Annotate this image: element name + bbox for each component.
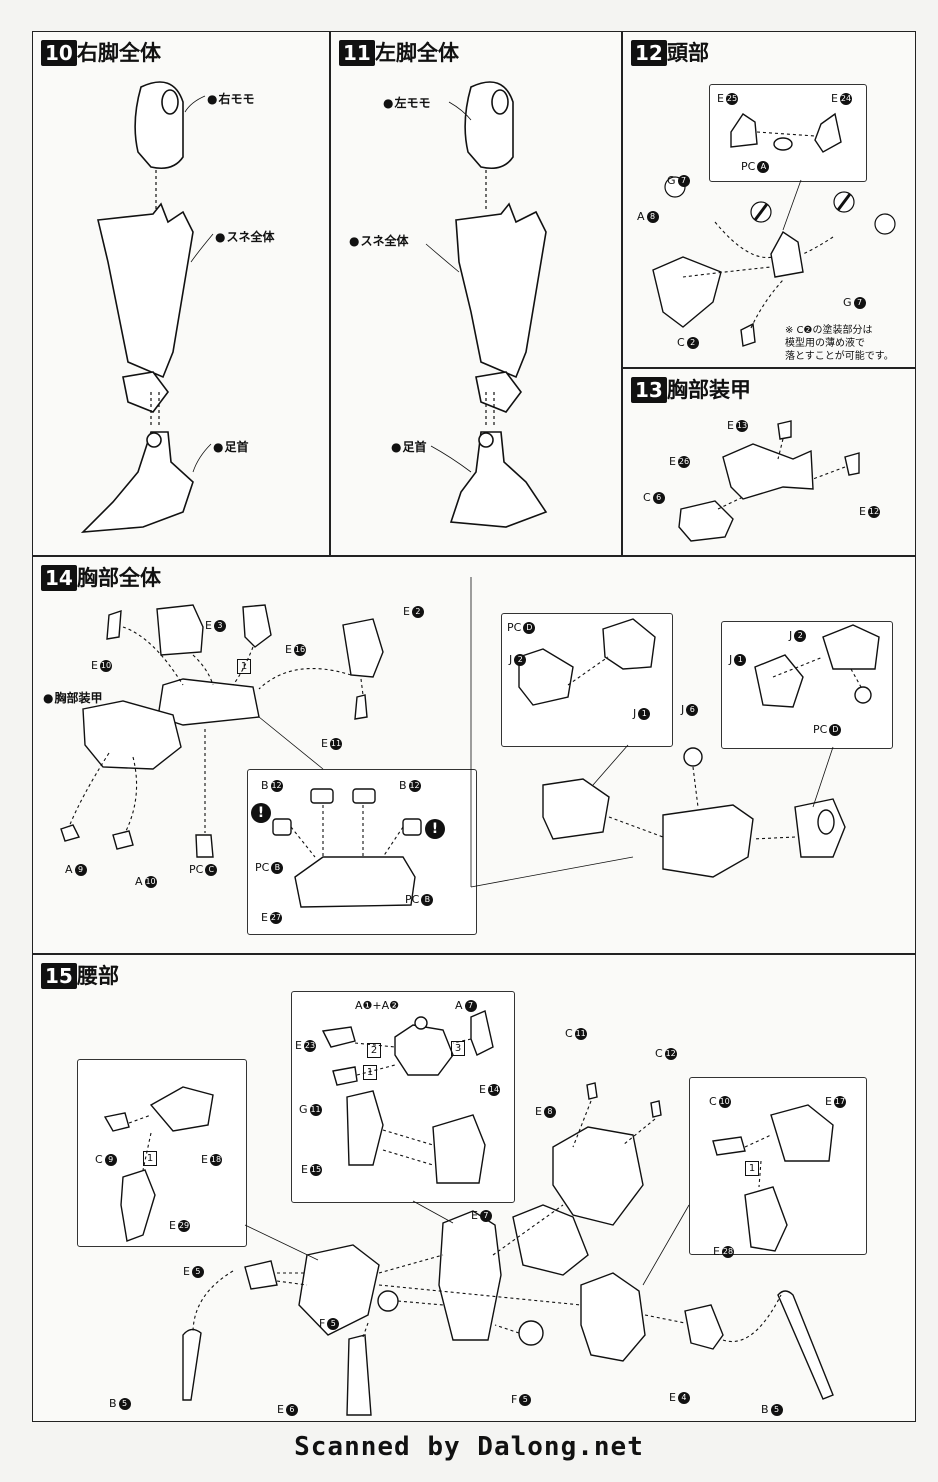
step-number: 14: [41, 565, 77, 591]
step-number: 11: [339, 40, 375, 66]
step-title: 右脚全体: [77, 41, 161, 65]
waist-left-detail-box: [77, 1059, 247, 1247]
step-title: 頭部: [667, 41, 709, 65]
label-shin-assembly: スネ全体: [215, 228, 274, 245]
sequence-marker: 2: [367, 1043, 381, 1058]
step-title: 胸部全体: [77, 566, 161, 590]
scan-credit-footer: Scanned by Dalong.net: [294, 1432, 644, 1462]
step-15-panel: 15 腰部: [32, 954, 916, 1422]
chest-armor-illustration: [678, 420, 860, 542]
sequence-marker: 1: [745, 1161, 759, 1176]
head-illustration: [652, 112, 896, 347]
step-14-panel: 14 胸部全体: [32, 556, 916, 954]
label-chest-armor: 胸部装甲: [43, 689, 102, 706]
step-number: 13: [631, 377, 667, 403]
part-A1-A2: A❶+A❷: [355, 999, 399, 1012]
label-right-thigh: 右モモ: [207, 90, 254, 107]
waist-assembly-illustration: [103, 1010, 834, 1416]
label-left-thigh: 左モモ: [383, 94, 430, 111]
step-number: 10: [41, 40, 77, 66]
label-ankle: 足首: [213, 438, 248, 455]
sequence-marker: 1: [363, 1065, 377, 1080]
step-title: 腰部: [77, 964, 119, 988]
sequence-marker: 1: [237, 659, 251, 674]
step-number: 12: [631, 40, 667, 66]
step-11-panel: 11 左脚全体 左モモ スネ全体 足首: [330, 31, 622, 556]
sequence-marker: 3: [451, 1041, 465, 1056]
step-10-panel: 10 右脚全体 右モモ スネ全体 足首: [32, 31, 330, 556]
chest-assembly-illustration: [60, 577, 880, 908]
sequence-marker: 1: [143, 1151, 157, 1166]
step-number: 15: [41, 963, 77, 989]
label-ankle: 足首: [391, 438, 426, 455]
left-leg-illustration: [425, 81, 548, 528]
step-title: 胸部装甲: [667, 378, 751, 402]
step-title: 左脚全体: [375, 41, 459, 65]
paint-removal-note: ※ C❷の塗装部分は 模型用の薄め液で 落とすことが可能です。: [785, 325, 894, 362]
caution-icon: !: [251, 803, 271, 823]
caution-icon: !: [425, 819, 445, 839]
label-shin-assembly: スネ全体: [349, 232, 408, 249]
right-leg-illustration: [80, 81, 214, 533]
